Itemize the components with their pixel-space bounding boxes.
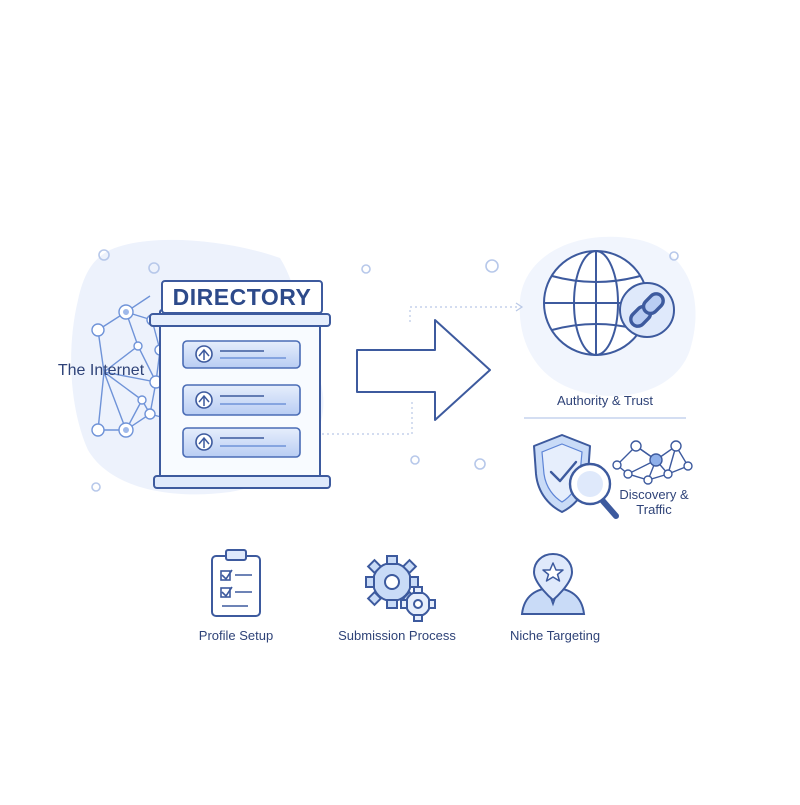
magnifier-icon: [568, 462, 619, 519]
niche-targeting-label: Niche Targeting: [509, 628, 601, 643]
gears-icon: [365, 555, 436, 622]
arrow-icon: [356, 319, 491, 421]
directory-entry: [182, 384, 301, 416]
clipboard-icon: [211, 549, 261, 617]
directory-entry: [182, 427, 301, 458]
directory-entry: [182, 340, 301, 369]
network-nodes-icon: [612, 440, 693, 485]
authority-trust-label: Authority & Trust: [556, 393, 654, 408]
connector-arrowhead: [515, 302, 524, 312]
person-pin-icon: [520, 552, 586, 615]
decorative-dots: [91, 249, 679, 492]
directory-title: DIRECTORY: [172, 284, 312, 310]
internet-label: The Internet: [57, 362, 145, 379]
directory-board-icon: [149, 280, 331, 489]
submission-process-label: Submission Process: [338, 628, 456, 643]
profile-setup-label: Profile Setup: [198, 628, 274, 643]
dotted-connector: [322, 306, 520, 435]
discovery-traffic-label: Discovery & Traffic: [619, 487, 689, 517]
link-icon: [619, 282, 675, 338]
